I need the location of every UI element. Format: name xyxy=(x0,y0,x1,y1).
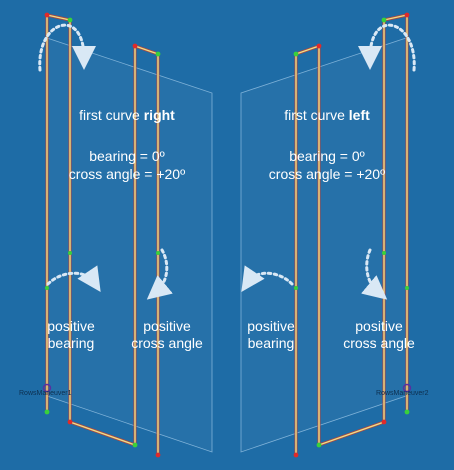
right-positive-bearing-label: positive bearing xyxy=(236,318,306,352)
maneuver-marker-left xyxy=(42,383,52,393)
right-positive-cross-angle-line1: positive xyxy=(355,318,403,334)
right-track xyxy=(294,13,409,455)
right-positive-cross-angle-label: positive cross angle xyxy=(334,318,424,352)
right-maneuver-label: RowsManeuver2 xyxy=(376,390,429,397)
left-positive-bearing-label: positive bearing xyxy=(36,318,106,352)
left-title: first curve right xyxy=(56,107,198,124)
right-positive-cross-angle-line2: cross angle xyxy=(343,335,415,351)
left-positive-cross-angle-label: positive cross angle xyxy=(122,318,212,352)
left-positive-bearing-arrow xyxy=(46,265,101,292)
left-positive-bearing-line2: bearing xyxy=(47,335,95,351)
maneuver-marker-right xyxy=(402,383,412,393)
top-right-turn-arrow xyxy=(358,23,416,72)
right-cross-angle-line: cross angle = +20º xyxy=(268,166,386,182)
left-positive-cross-angle-arrow xyxy=(146,248,173,300)
right-bearing-line: bearing = 0º xyxy=(289,148,365,164)
right-positive-bearing-arrow xyxy=(241,265,294,292)
left-title-prefix: first curve xyxy=(79,107,144,123)
right-title-prefix: first curve xyxy=(284,107,349,123)
right-positive-bearing-line1: positive xyxy=(247,318,295,334)
left-nodes xyxy=(44,12,161,458)
left-positive-cross-angle-line2: cross angle xyxy=(131,335,203,351)
left-maneuver-label: RowsManeuver1 xyxy=(19,390,72,397)
right-title-emphasis: left xyxy=(348,107,370,123)
left-positive-cross-angle-line1: positive xyxy=(143,318,191,334)
right-nodes xyxy=(293,12,410,458)
left-title-emphasis: right xyxy=(143,107,175,123)
right-title: first curve left xyxy=(256,107,398,124)
left-cross-angle-line: cross angle = +20º xyxy=(68,166,186,182)
left-bearing-line: bearing = 0º xyxy=(89,148,165,164)
left-track xyxy=(45,13,160,455)
right-positive-bearing-line2: bearing xyxy=(247,335,295,351)
right-positive-cross-angle-arrow xyxy=(361,248,388,300)
top-left-turn-arrow xyxy=(38,23,96,72)
left-positive-bearing-line1: positive xyxy=(47,318,95,334)
